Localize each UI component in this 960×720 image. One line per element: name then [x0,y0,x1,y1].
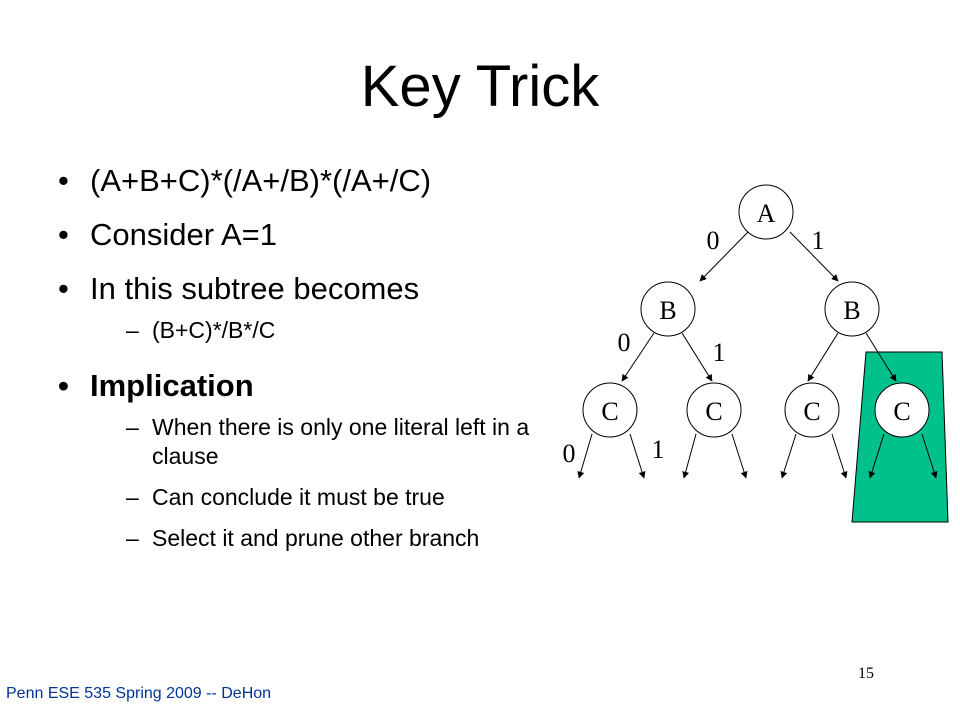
edge-label-c-1: 1 [652,435,665,464]
bullet-list: (A+B+C)*(/A+/B)*(/A+/C) Consider A=1 In … [58,162,558,565]
edge-b-c2 [681,332,713,382]
tree-edges [577,231,938,479]
edge-c3-left [780,433,797,479]
bullet-implication: Implication [58,367,558,404]
node-c2 [686,382,742,438]
edge-b-c3 [807,332,839,382]
node-b-right [824,281,880,337]
node-c4-label: C [893,397,910,426]
node-b-left [640,281,696,337]
node-a [738,184,794,240]
edge-c2-right [731,433,748,479]
decision-tree-diagram: A B B C C C C 0 1 0 1 0 1 [563,184,949,523]
bullet-subtree: In this subtree becomes [58,270,558,307]
node-c3-label: C [803,397,820,426]
page-number: 15 [858,665,874,682]
bullet-consider: Consider A=1 [58,216,558,253]
node-c1-label: C [601,397,618,426]
edge-label-b-0: 0 [618,328,631,357]
node-c1 [582,382,638,438]
sub-bullet-reduced-formula: (B+C)*/B*/C [126,316,538,345]
edge-label-c-0: 0 [563,439,576,468]
node-b-left-label: B [659,296,676,325]
sub-bullet-select-prune: Select it and prune other branch [126,524,538,553]
slide-title: Key Trick [360,54,600,119]
edge-b-c1 [621,332,655,382]
node-a-label: A [757,199,776,228]
edge-c1-right [629,433,646,479]
edge-c4-left [868,433,885,479]
node-b-right-label: B [843,296,860,325]
edge-c1-left [577,433,593,479]
edge-label-a-0: 0 [707,226,720,255]
bullet-formula: (A+B+C)*(/A+/B)*(/A+/C) [58,162,558,199]
node-c4 [874,382,930,438]
sub-bullet-conclude-true: Can conclude it must be true [126,483,538,512]
edge-c3-right [831,433,848,479]
edge-a-b-right [789,231,839,282]
edge-label-b-1: 1 [713,338,726,367]
edge-c2-left [682,433,697,479]
footer-course: Penn ESE 535 Spring 2009 -- DeHon [6,685,272,702]
node-c3 [784,382,840,438]
tree-nodes [582,184,930,438]
node-c2-label: C [705,397,722,426]
edge-c4-right [921,433,938,479]
edge-a-b-left [699,231,749,282]
sub-bullet-one-literal: When there is only one literal left in a… [126,413,538,471]
edge-label-a-1: 1 [812,226,825,255]
edge-b-c4 [865,332,897,382]
